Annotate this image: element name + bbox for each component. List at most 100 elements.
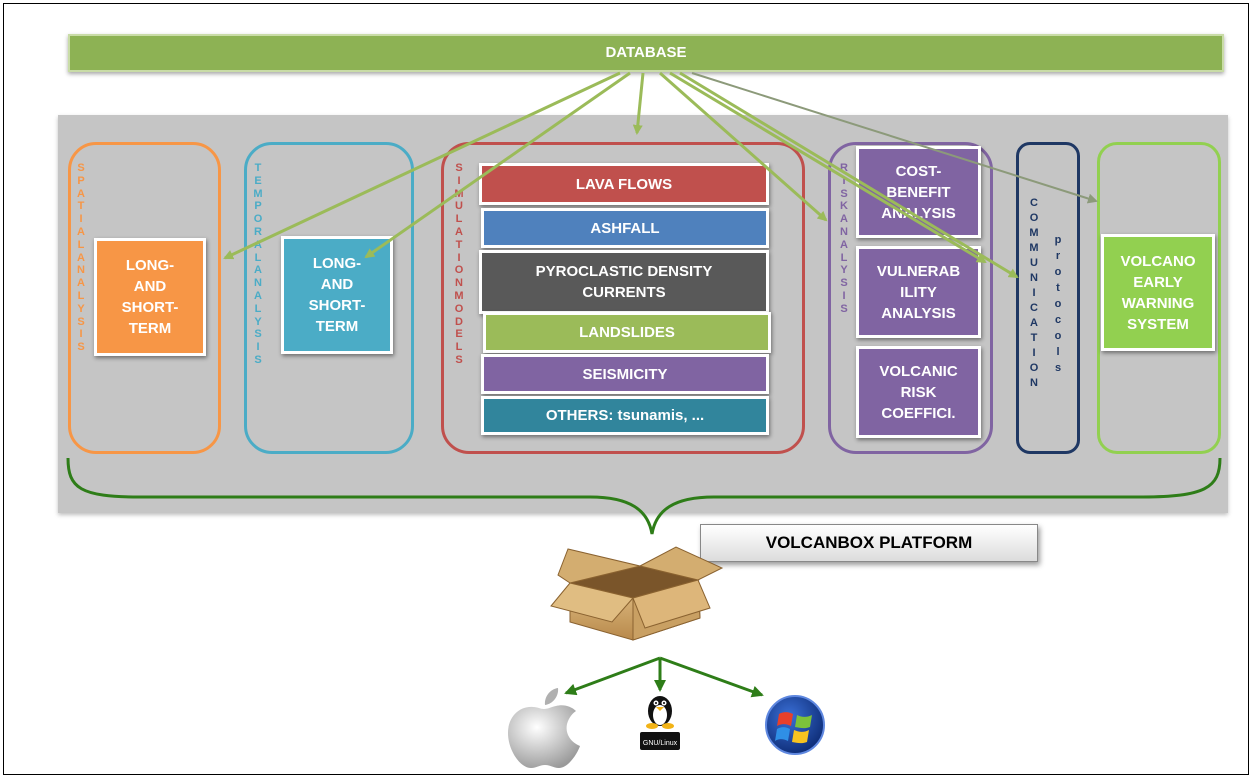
card-line: TERM — [128, 320, 172, 337]
title-letter: N — [455, 277, 463, 290]
title-letter: U — [1030, 257, 1038, 269]
card-line: LONG- — [312, 255, 362, 272]
title-letter: N — [840, 225, 848, 238]
title-letter: S — [840, 187, 848, 200]
title-letter: I — [79, 213, 83, 226]
title-letter: Y — [77, 302, 85, 315]
card-line: ANALYSIS — [881, 204, 956, 222]
title-letter: T — [455, 238, 463, 251]
title-letter: A — [254, 289, 262, 302]
title-letter: L — [254, 302, 262, 315]
model-label: SEISMICITY — [582, 365, 668, 383]
card-line: VOLCANO — [1120, 252, 1196, 270]
title-letter: c — [1054, 314, 1062, 326]
title-letter: L — [254, 251, 262, 264]
card-line: AND — [320, 276, 354, 293]
title-letter: S — [254, 328, 262, 341]
title-letter: A — [77, 277, 85, 290]
title-letter: O — [454, 264, 464, 277]
title-letter: E — [254, 174, 262, 187]
apple-icon — [508, 688, 580, 768]
title-letter: E — [455, 328, 463, 341]
title-letter: C — [1030, 197, 1038, 209]
title-letter: N — [77, 264, 85, 277]
title-letter: A — [840, 213, 848, 226]
title-letter: U — [455, 200, 463, 213]
title-letter: r — [1055, 250, 1061, 262]
platform-brace — [66, 457, 1222, 535]
title-letter: S — [840, 277, 848, 290]
title-letter: T — [77, 200, 85, 213]
title-letter: I — [1032, 287, 1036, 299]
model-label: PYROCLASTIC DENSITY CURRENTS — [535, 263, 713, 301]
arrow-to-temporal — [364, 71, 631, 259]
communication-group — [1016, 142, 1080, 454]
database-arrows — [223, 71, 1019, 279]
database-bar — [68, 34, 1224, 72]
title-letter: p — [1054, 234, 1062, 246]
model-label: OTHERS: tsunamis, ... — [545, 407, 705, 424]
title-letter: P — [254, 200, 262, 213]
title-letter: R — [254, 225, 262, 238]
title-letter: M — [1029, 227, 1039, 239]
title-letter: Y — [840, 264, 848, 277]
title-letter: A — [77, 251, 85, 264]
model-seismicity: SEISMICITY — [481, 354, 769, 394]
risk-card-vulnerability: VULNERAB ILITY ANALYSIS — [856, 246, 981, 338]
card-text: COST- BENEFIT ANALYSIS — [881, 161, 955, 224]
card-line: SYSTEM — [1127, 315, 1189, 333]
model-lava-flows: LAVA FLOWS — [479, 163, 769, 205]
model-label: ASHFALL — [590, 219, 660, 237]
title-letter: N — [254, 277, 262, 290]
card-line: BENEFIT — [886, 183, 951, 201]
arrow-to-communication — [679, 71, 1019, 279]
title-letter: A — [254, 264, 262, 277]
arrow-to-spatial — [223, 71, 621, 260]
diagram-frame — [3, 3, 1249, 775]
card-line: TERM — [315, 318, 359, 335]
simulation-models-group — [441, 142, 805, 454]
title-letter: A — [77, 225, 85, 238]
title-letter: t — [1056, 282, 1060, 294]
temporal-analysis-group — [244, 142, 414, 454]
title-letter: A — [455, 225, 463, 238]
title-letter: I — [457, 174, 461, 187]
title-letter: S — [77, 162, 85, 174]
title-letter: s — [1054, 362, 1062, 374]
database-label: DATABASE — [605, 44, 687, 61]
card-line: ANALYSIS — [881, 304, 956, 322]
card-text: VULNERAB ILITY ANALYSIS — [877, 261, 960, 324]
title-letter: I — [457, 251, 461, 264]
title-letter: S — [77, 341, 85, 354]
title-letter: I — [79, 328, 83, 341]
spatial-analysis-group — [68, 142, 221, 454]
title-letter: L — [840, 251, 848, 264]
title-letter: A — [840, 238, 848, 251]
title-letter: S — [840, 302, 848, 315]
title-letter: P — [77, 174, 85, 187]
card-line: COST- — [895, 162, 942, 180]
title-letter: Y — [254, 315, 262, 328]
card-line: VULNERAB — [876, 262, 961, 280]
title-letter: o — [1054, 330, 1062, 342]
title-letter: R — [840, 162, 848, 174]
title-letter: I — [256, 341, 260, 354]
early-warning-group — [1097, 142, 1221, 454]
title-letter: O — [454, 302, 464, 315]
title-letter: I — [1032, 347, 1036, 359]
title-letter: T — [1030, 332, 1038, 344]
title-letter: S — [455, 353, 463, 366]
title-letter: K — [840, 200, 848, 213]
volcanbox-platform-label: VOLCANBOX PLATFORM — [700, 524, 1038, 562]
card-line: ILITY — [900, 283, 937, 301]
model-pyroclastic: PYROCLASTIC DENSITY CURRENTS — [479, 250, 769, 314]
